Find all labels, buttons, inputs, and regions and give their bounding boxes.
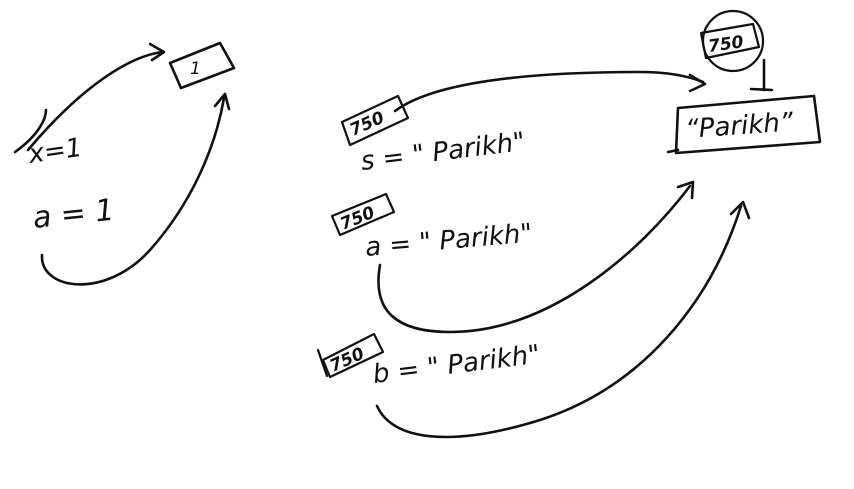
left-box-value-text: 1 — [190, 59, 201, 79]
object-id-text: 750 — [707, 32, 745, 57]
s-arrow-to-object — [393, 70, 707, 113]
statement-a-text: a = " Parikh" — [364, 218, 533, 262]
left-value-box: 1 — [168, 41, 236, 90]
s-id-tag: 750 — [340, 94, 410, 147]
id-connector-line — [749, 58, 774, 92]
assign-a-text: a = 1 — [31, 193, 116, 236]
s-id-text: 750 — [347, 108, 388, 141]
struck-assignment: x=1 — [13, 108, 84, 170]
struck-x-text: x=1 — [26, 133, 84, 170]
string-object-text: “Parikh” — [684, 107, 794, 144]
x-arrow-to-box — [26, 42, 166, 152]
a-arrow-to-box — [40, 92, 231, 286]
object-id-tag: 750 — [699, 9, 765, 73]
a-arrow-to-object — [377, 180, 695, 334]
b-arrow-to-object — [375, 200, 751, 439]
string-object-box: “Parikh” — [666, 94, 822, 155]
statement-b-text: b = " Parikh" — [371, 340, 541, 390]
b-id-text: 750 — [327, 344, 368, 377]
a-id-text: 750 — [337, 203, 378, 235]
statement-s-text: s = " Parikh" — [359, 127, 527, 177]
a-id-tag: 750 — [330, 192, 396, 237]
